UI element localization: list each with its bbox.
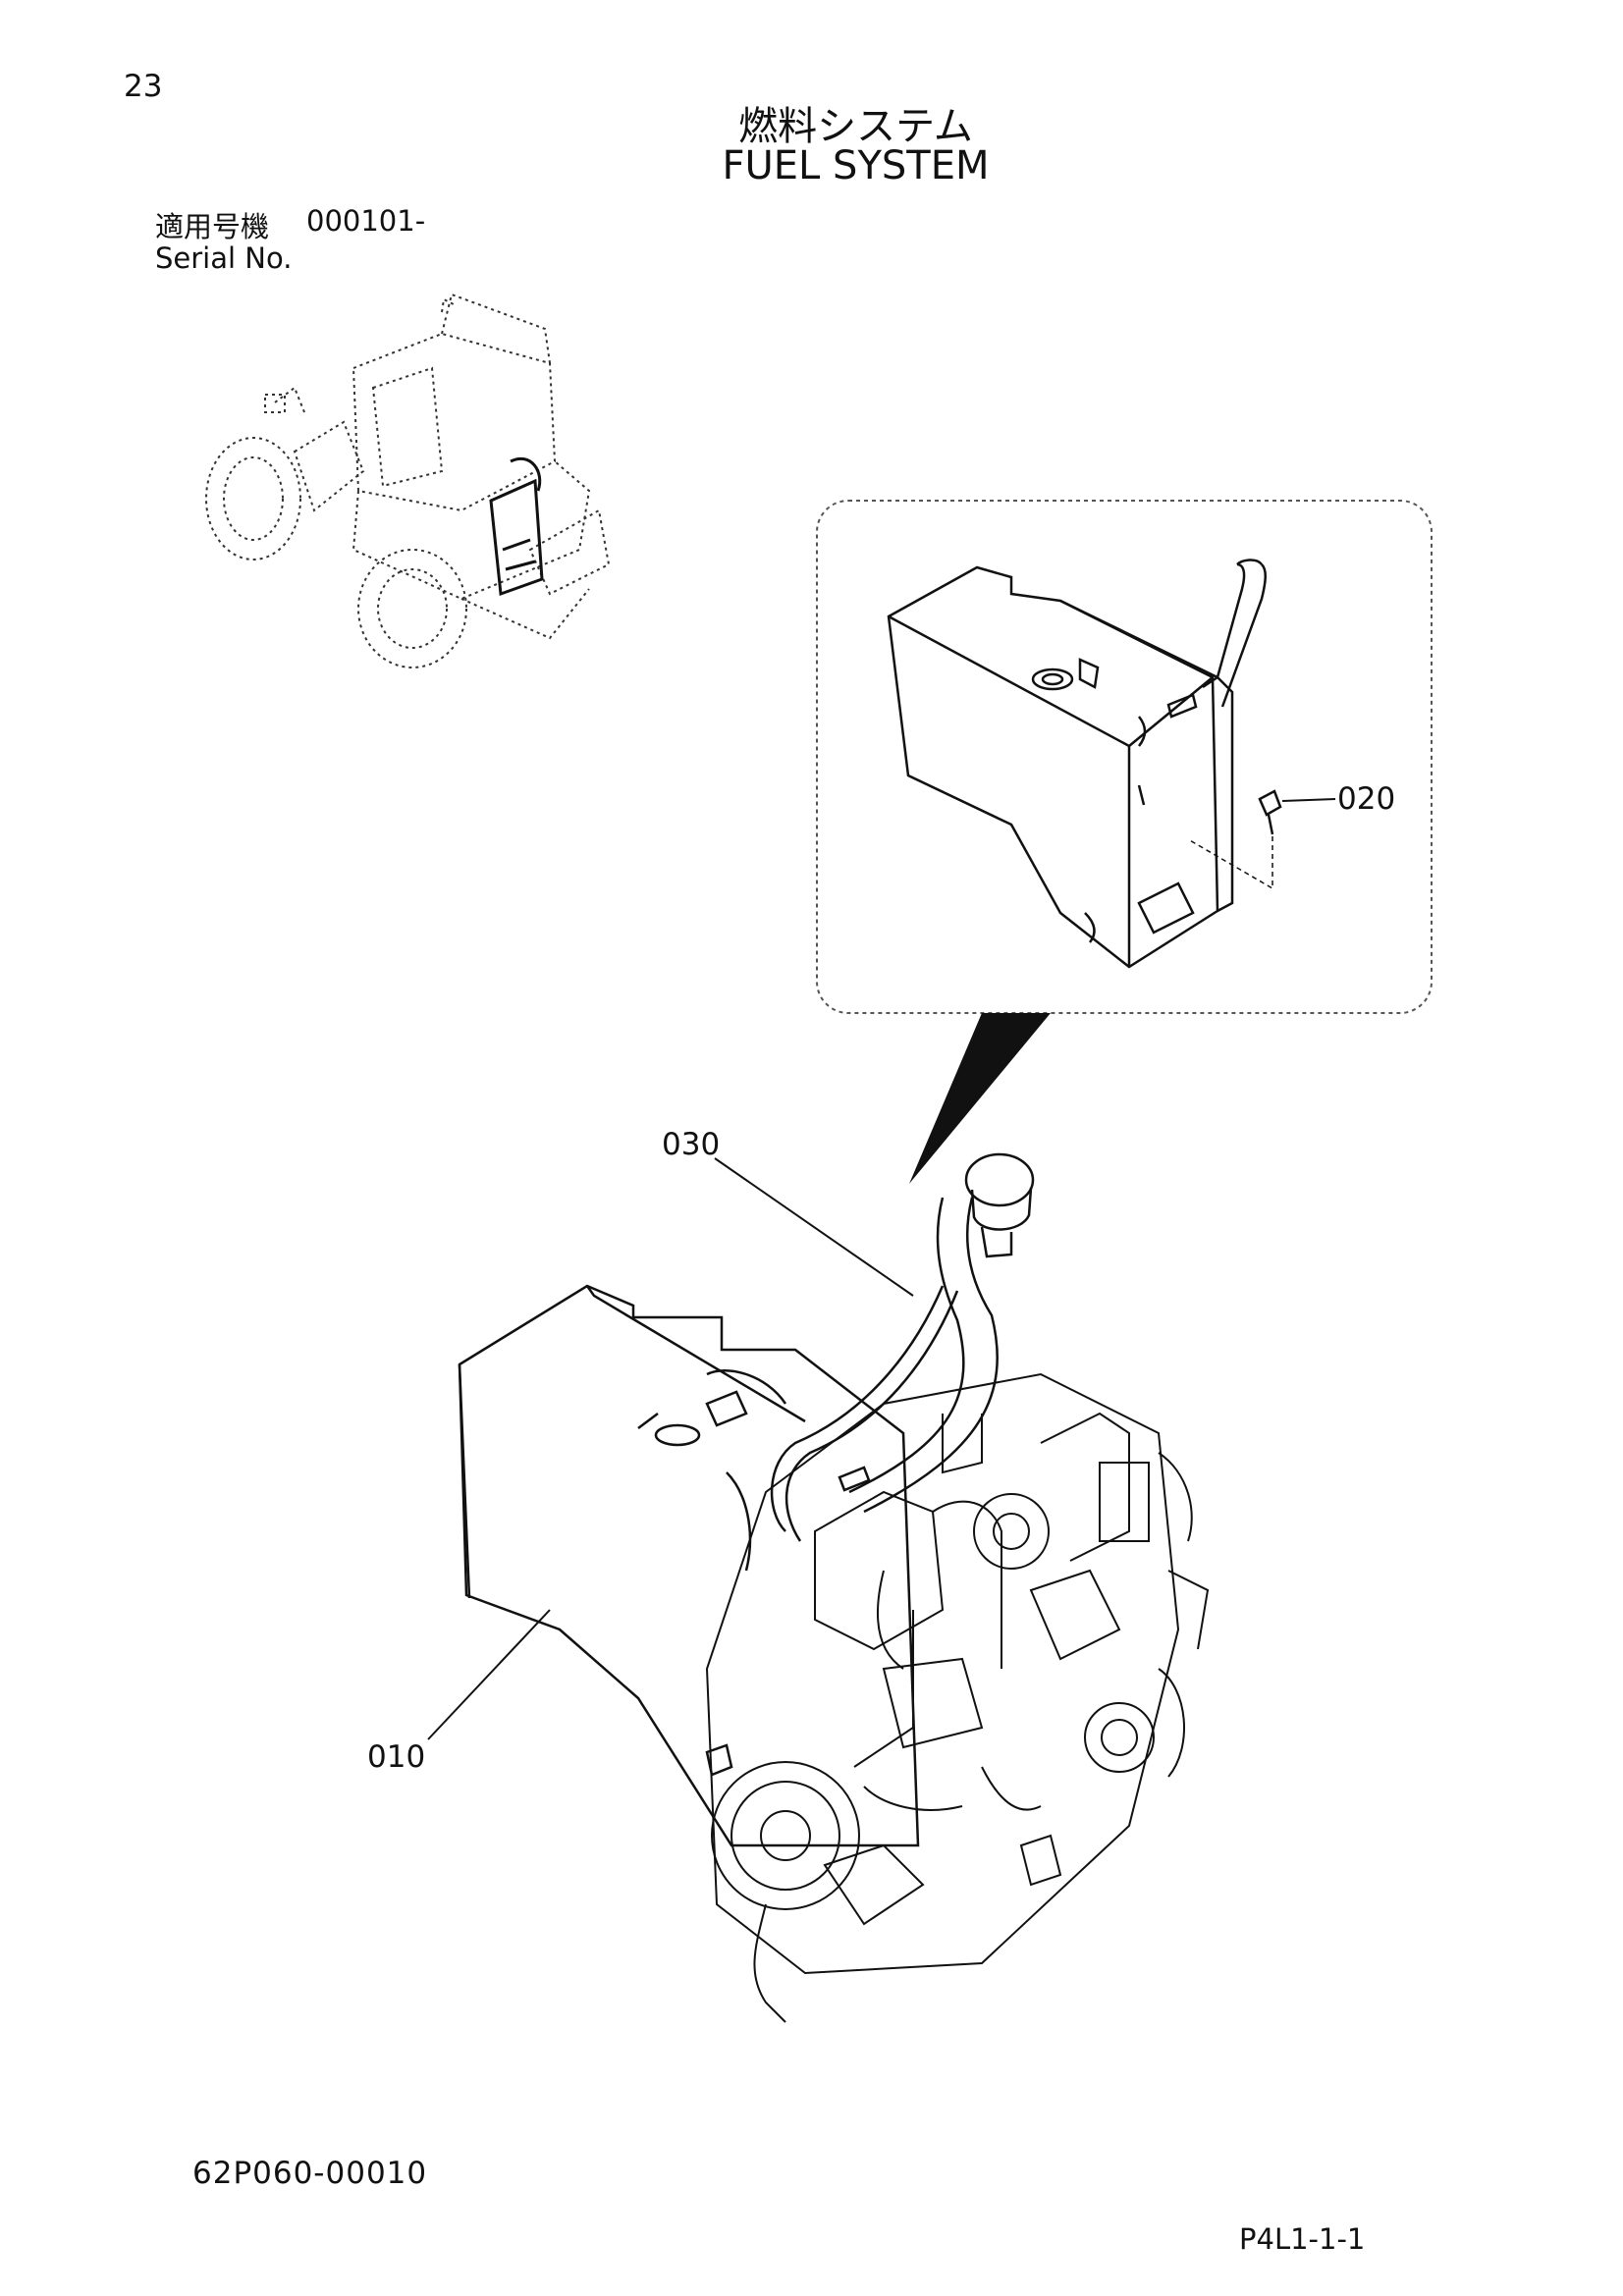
detail-bolt — [1258, 789, 1282, 835]
detail-pointer — [909, 1013, 1051, 1184]
callout-bolt: 020 — [1337, 781, 1396, 817]
page-number: 23 — [124, 69, 163, 104]
engine-assembly — [705, 1372, 1210, 2023]
main-fuel-tank — [458, 1284, 920, 1847]
machine-overview-illustration — [205, 293, 611, 668]
fuel-filler-cap — [964, 1152, 1035, 1258]
serial-range: 000101- — [306, 204, 426, 238]
drawing-part-number: 62P060-00010 — [192, 2156, 428, 2191]
overview-highlight-tank — [489, 456, 544, 597]
bolt-guide-dashed — [1187, 836, 1273, 890]
page-title-japanese: 燃料システム — [738, 104, 973, 149]
callout-fuel-tank: 010 — [367, 1739, 426, 1775]
detail-view-frame — [816, 500, 1433, 1014]
page-code: P4L1-1-1 — [1239, 2222, 1366, 2256]
leader-010 — [427, 1609, 551, 1740]
leader-020 — [1281, 798, 1336, 802]
detail-fuel-tank — [887, 559, 1267, 969]
serial-label-japanese: 適用号機 — [155, 210, 270, 243]
page-title-english: FUEL SYSTEM — [722, 143, 990, 188]
serial-label-english: Serial No. — [155, 241, 293, 275]
callout-fuel-hose: 030 — [662, 1127, 721, 1162]
leader-030 — [714, 1157, 914, 1297]
